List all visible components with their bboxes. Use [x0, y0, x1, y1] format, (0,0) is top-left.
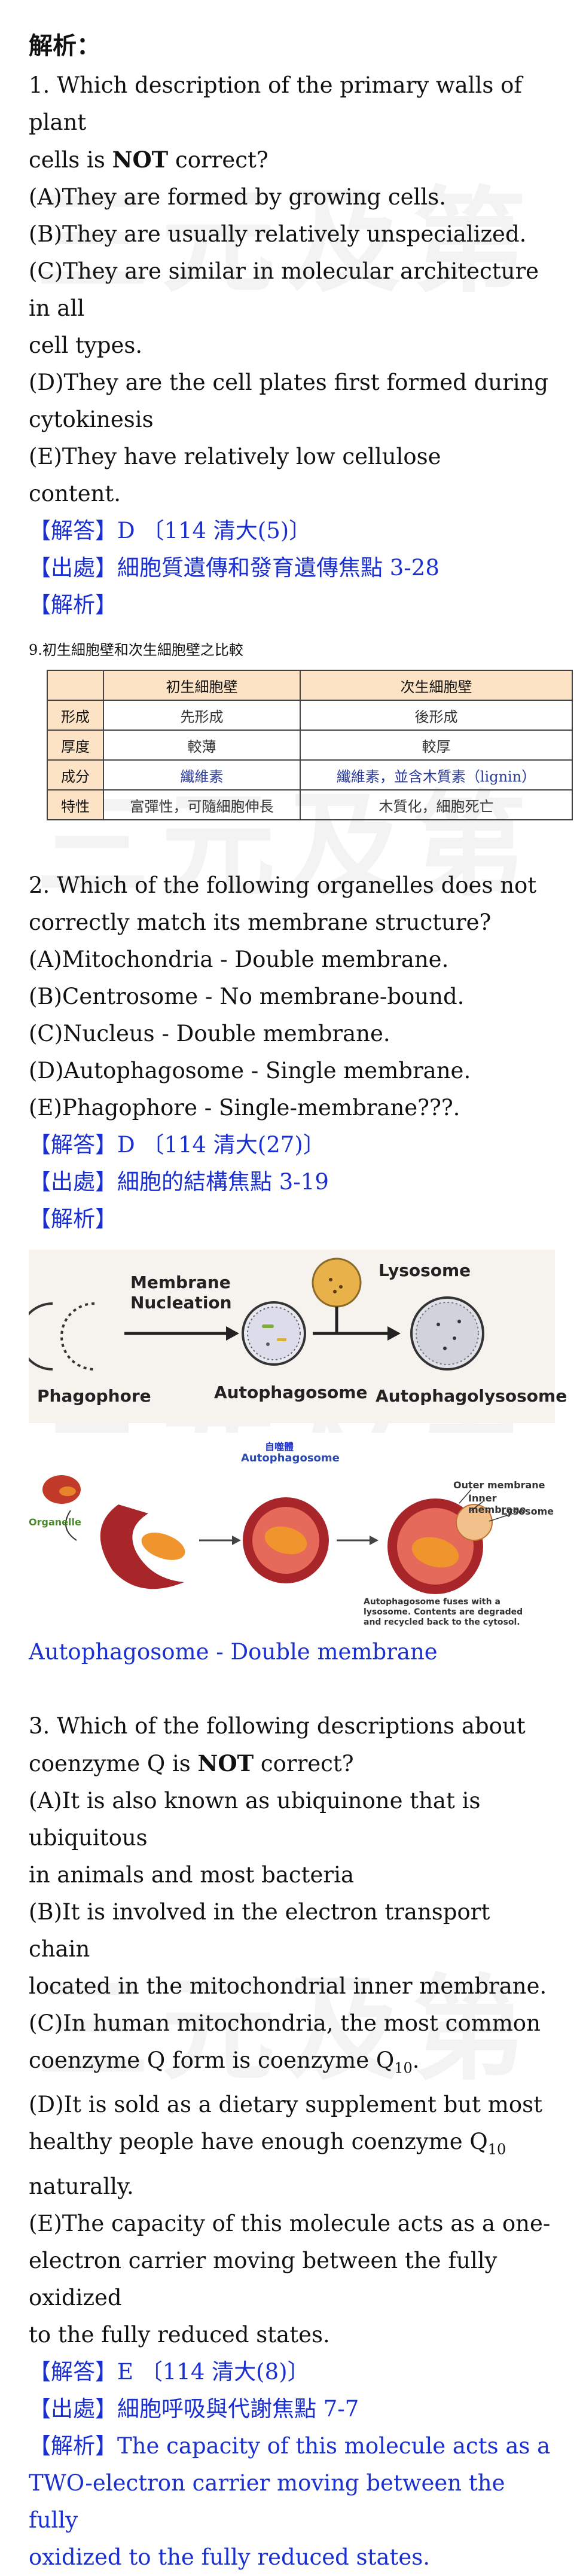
q3-option: (A)It is also known as ubiquinone that i… — [29, 1788, 481, 1851]
lysosome-shape — [312, 1258, 362, 1308]
table-row-header: 特性 — [47, 789, 104, 820]
autophagolysosome-label: Autophagolysosome — [376, 1386, 567, 1406]
lysosome-label: Lysosome — [501, 1506, 554, 1517]
figure-title-en: Autophagosome — [241, 1452, 340, 1464]
q3-option: in animals and most bacteria — [29, 1862, 354, 1888]
q3-option: (B)It is involved in the electron transp… — [29, 1899, 490, 1962]
autophagosome-label: Autophagosome — [214, 1382, 368, 1402]
q3-analysis: 【解析】The capacity of this molecule acts a… — [29, 2432, 551, 2459]
page-title: 解析： — [29, 32, 100, 60]
table-cell: 後形成 — [300, 700, 573, 731]
q2-stem-line1: 2. Which of the following organelles doe… — [29, 872, 537, 898]
watermark: 三元及第 — [36, 176, 539, 308]
question-3: 3. Which of the following descriptions a… — [29, 1708, 557, 2576]
q1-option: (A)They are formed by growing cells. — [29, 184, 446, 210]
figure-caption-line: and recycled back to the cytosol. — [364, 1617, 520, 1627]
table-row: 形成 先形成 後形成 — [47, 700, 573, 731]
table-cell: 木質化，細胞死亡 — [300, 789, 573, 820]
q3-option: electron carrier moving between the full… — [29, 2247, 498, 2311]
table-caption: 9.初生細胞壁和次生細胞壁之比較 — [29, 642, 243, 658]
lysosome-label: Lysosome — [379, 1260, 471, 1280]
q1-option: (B)They are usually relatively unspecial… — [29, 221, 527, 247]
figure-title-zh: 自噬體 — [265, 1441, 294, 1452]
autophagosome-fusion-illustration — [42, 1475, 514, 1594]
q1-option: cytokinesis — [29, 407, 154, 432]
table-row: 特性 富彈性，可隨細胞伸長 木質化，細胞死亡 — [47, 789, 573, 820]
q3-stem-line1: 3. Which of the following descriptions a… — [29, 1713, 526, 1739]
q2-option: (A)Mitochondria - Double membrane. — [29, 947, 449, 972]
q1-option: (E)They have relatively low cellulose — [29, 444, 441, 469]
table-row-header: 厚度 — [47, 730, 104, 761]
q2-analysis-label: 【解析】 — [29, 1206, 117, 1232]
table-cell: 纖維素，並含木質素（lignin） — [300, 759, 573, 790]
q1-stem-line2: cells is NOT correct? — [29, 146, 268, 173]
q3-answer: 【解答】E 〔114 清大(8)〕 — [29, 2358, 310, 2385]
table-cell: 纖維素 — [102, 759, 301, 790]
figure-caption-line: Autophagosome fuses with a — [364, 1597, 500, 1607]
q2-option: (E)Phagophore - Single-membrane???. — [29, 1095, 460, 1121]
figure-caption-line: lysosome. Contents are degraded — [364, 1607, 523, 1617]
q2-option: (B)Centrosome - No membrane-bound. — [29, 984, 465, 1009]
q2-option: (C)Nucleus - Double membrane. — [29, 1021, 390, 1046]
inner-membrane-label: Inner membrane — [468, 1493, 526, 1515]
outer-membrane-label: Outer membrane — [453, 1479, 545, 1491]
table-cell: 較厚 — [300, 730, 573, 761]
watermark: 三元及第 — [36, 1964, 539, 2096]
q1-analysis-label: 【解析】 — [29, 592, 117, 618]
phagophore-label: Phagophore — [37, 1386, 151, 1406]
cell-wall-comparison-table: 初生細胞壁 次生細胞壁 形成 先形成 後形成 厚度 較薄 較厚 成分 纖維素 纖… — [47, 670, 573, 820]
q3-analysis-line: TWO-electron carrier moving between the … — [29, 2470, 505, 2533]
q2-conclusion: Autophagosome - Double membrane — [29, 1639, 438, 1665]
table-row-header: 形成 — [47, 700, 104, 731]
autophagy-process-figure: Membrane Nucleation Lysosome Phagophore … — [29, 1250, 567, 1423]
table-cell: 富彈性，可隨細胞伸長 — [102, 789, 301, 820]
question-2: 2. Which of the following organelles doe… — [29, 867, 567, 1671]
q3-source: 【出處】細胞呼吸與代謝焦點 7-7 — [29, 2395, 359, 2422]
table-header — [47, 670, 104, 701]
q1-option: cell types. — [29, 332, 143, 358]
q3-option: (C)In human mitochondria, the most commo… — [29, 2010, 541, 2036]
table-row: 厚度 較薄 較厚 — [47, 730, 573, 761]
phagophore-crescent — [100, 1504, 184, 1589]
q3-option: coenzyme Q form is coenzyme Q10. — [29, 2047, 420, 2077]
nucleation-shape — [60, 1302, 95, 1371]
table-header: 次生細胞壁 — [300, 670, 573, 701]
table-row: 成分 纖維素 纖維素，並含木質素（lignin） — [47, 759, 573, 790]
q3-analysis-line: oxidized to the fully reduced states. — [29, 2544, 431, 2570]
arrow-head — [226, 1326, 239, 1341]
organelle-label: Organelle — [29, 1516, 81, 1528]
q2-source: 【出處】細胞的結構焦點 3-19 — [29, 1169, 329, 1195]
q2-answer: 【解答】D 〔114 清大(27)〕 — [29, 1132, 325, 1158]
q1-option: (D)They are the cell plates first formed… — [29, 370, 549, 395]
q1-answer: 【解答】D 〔114 清大(5)〕 — [29, 518, 312, 544]
membrane-label: Membrane — [130, 1272, 231, 1292]
q2-option: (D)Autophagosome - Single membrane. — [29, 1058, 471, 1083]
q3-option: located in the mitochondrial inner membr… — [29, 1973, 547, 1999]
table-header: 初生細胞壁 — [102, 670, 301, 701]
nucleation-label: Nucleation — [130, 1293, 232, 1313]
question-1: 1. Which description of the primary wall… — [29, 67, 573, 820]
q1-source: 【出處】細胞質遺傳和發育遺傳焦點 3-28 — [29, 555, 439, 581]
lysosome-shape — [456, 1504, 493, 1541]
q3-stem-line2: coenzyme Q is NOT correct? — [29, 1750, 354, 1777]
table-header-row: 初生細胞壁 次生細胞壁 — [47, 670, 573, 701]
q3-option: (E)The capacity of this molecule acts as… — [29, 2210, 551, 2236]
table-cell: 先形成 — [102, 700, 301, 731]
autophagosome-fusion-figure: 自噬體 Autophagosome Organelle Outer membra… — [29, 1433, 555, 1630]
q1-stem-line1: 1. Which description of the primary wall… — [29, 72, 523, 135]
q2-stem-line2: correctly match its membrane structure? — [29, 909, 492, 935]
table-cell: 較薄 — [102, 730, 301, 761]
autophagy-process-diagram — [29, 1258, 484, 1371]
q1-option: (C)They are similar in molecular archite… — [29, 258, 539, 321]
q3-option: healthy people have enough coenzyme Q10 … — [29, 2129, 506, 2199]
phagophore-shape — [29, 1302, 53, 1371]
q1-option: content. — [29, 481, 121, 506]
q3-option: to the fully reduced states. — [29, 2321, 330, 2348]
q3-option: (D)It is sold as a dietary supplement bu… — [29, 2092, 542, 2118]
table-row-header: 成分 — [47, 759, 104, 790]
